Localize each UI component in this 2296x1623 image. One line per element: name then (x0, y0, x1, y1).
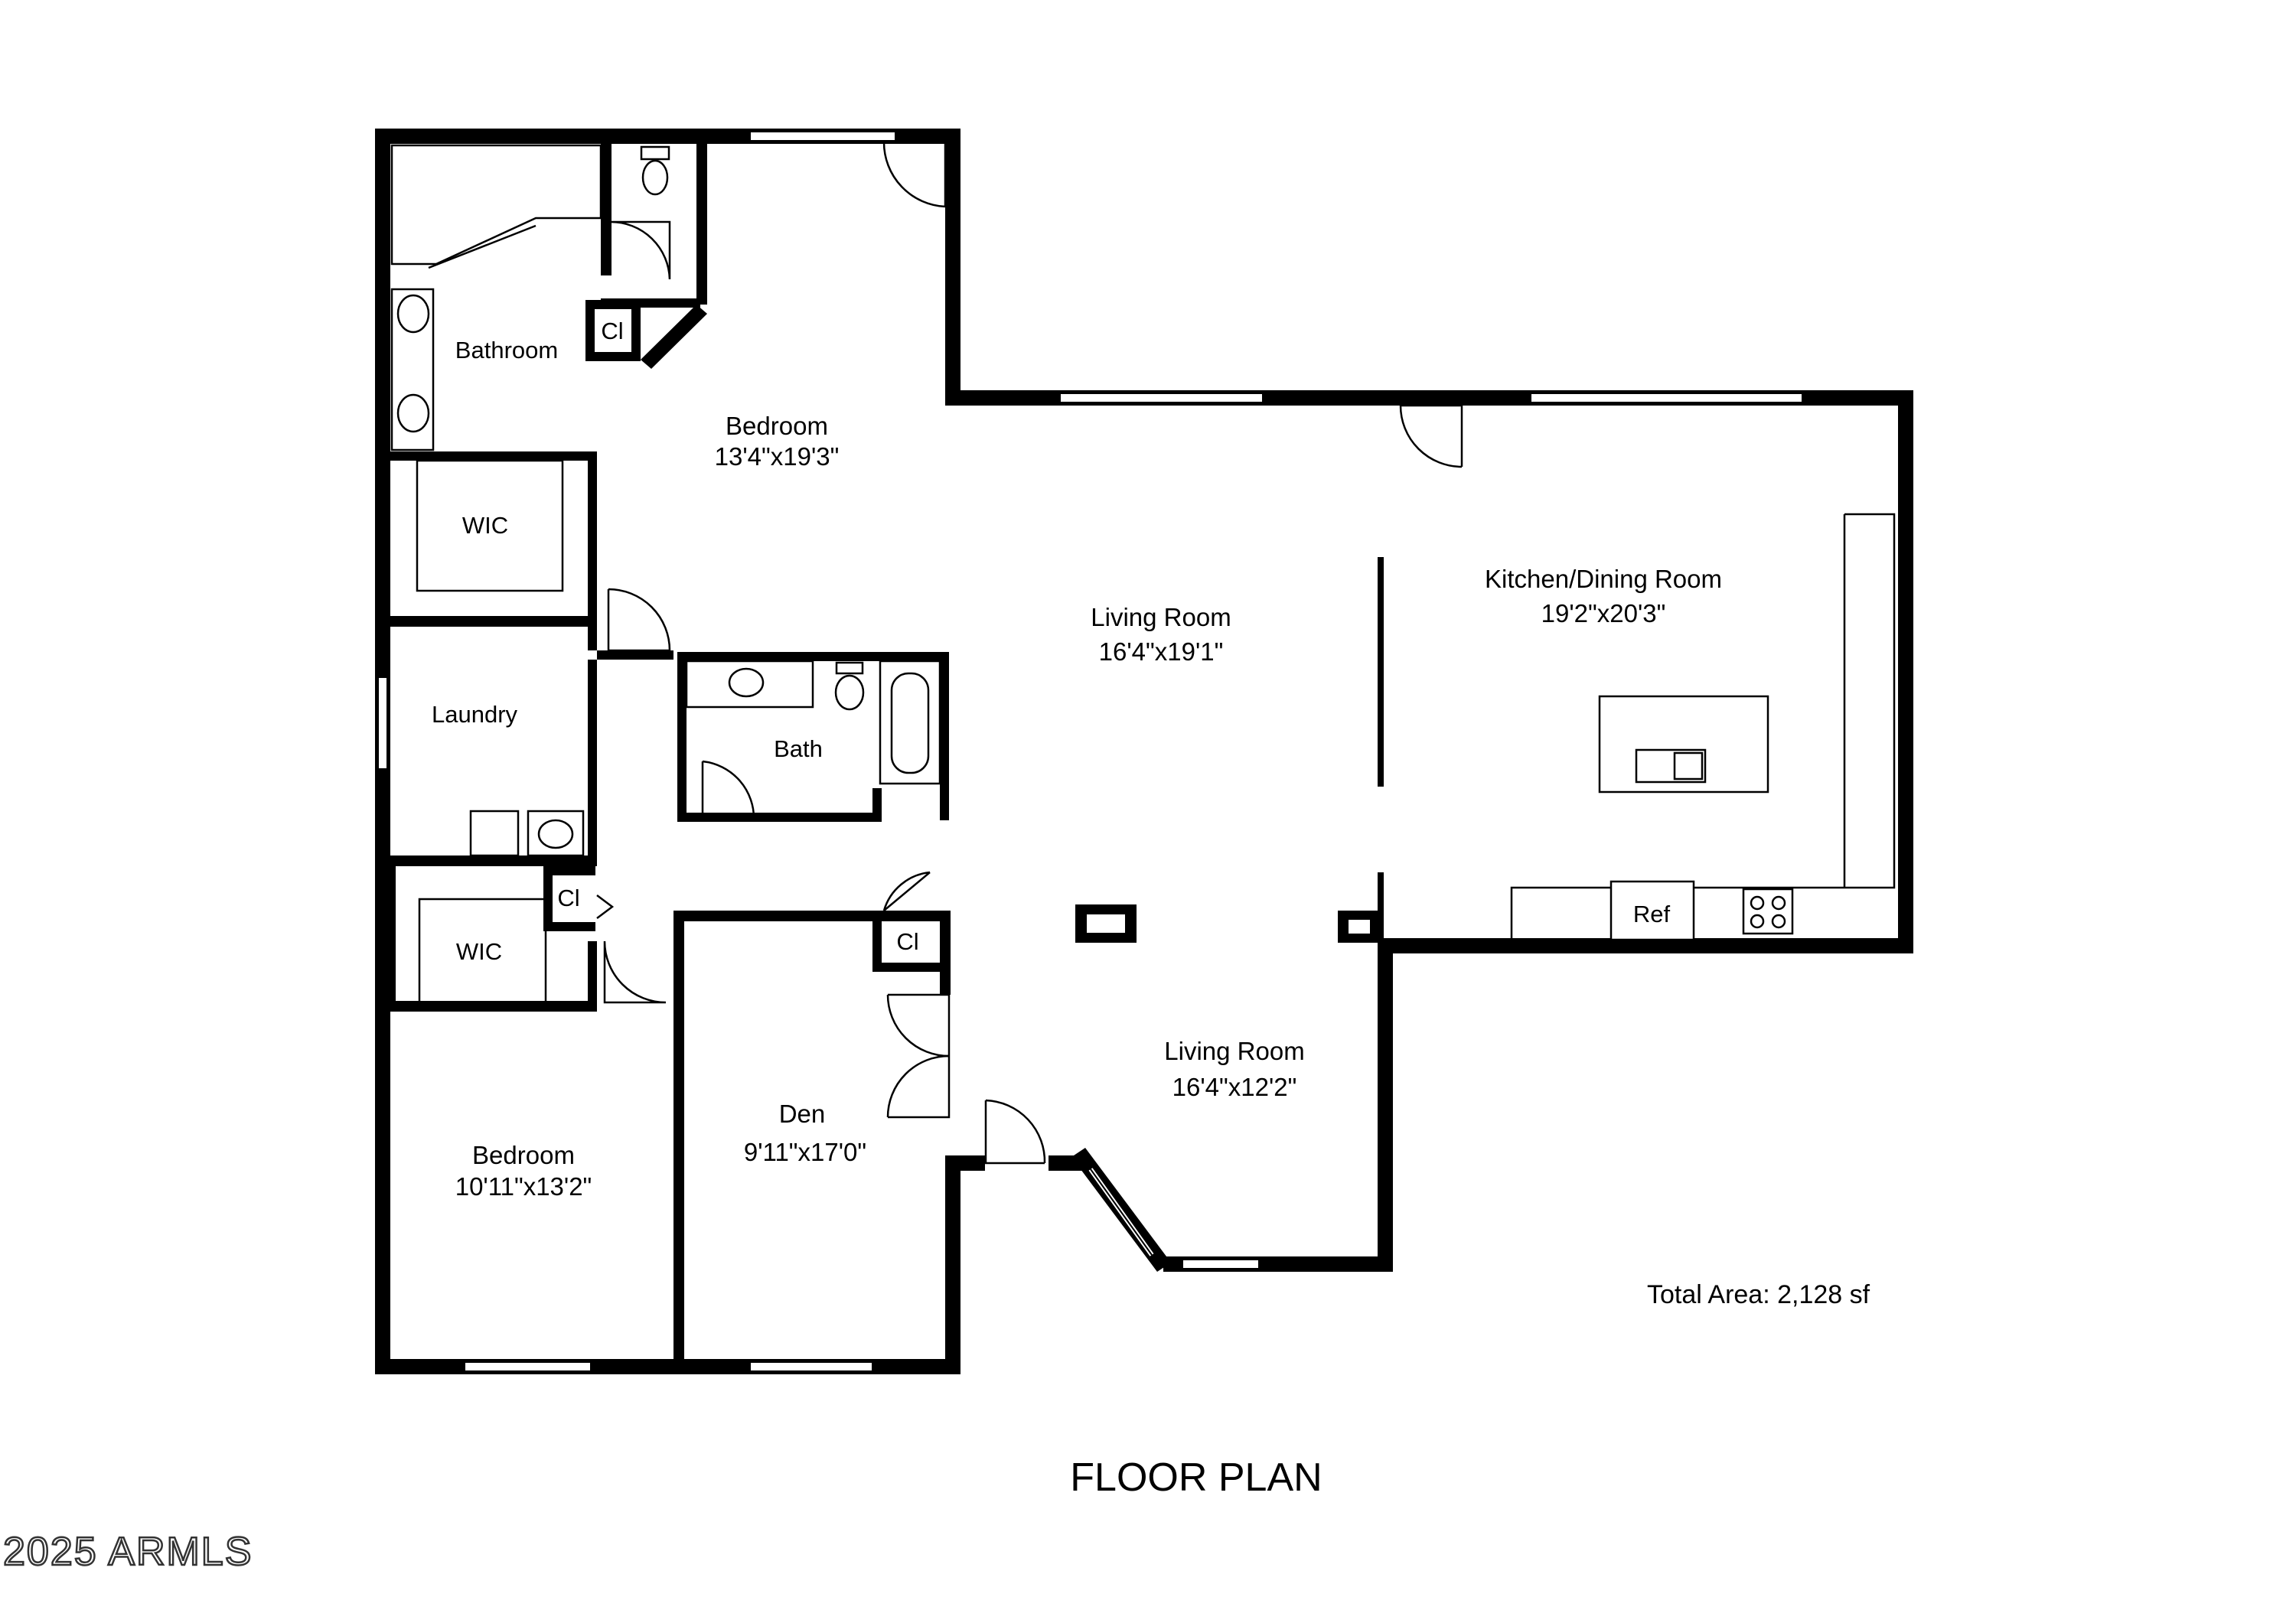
window-icon (749, 131, 896, 142)
bathtub-icon (879, 660, 941, 785)
stove-icon (1742, 888, 1794, 935)
room-label-bath: Bath (774, 735, 823, 762)
doors (596, 141, 1463, 1165)
total-area: Total Area: 2,128 sf (1647, 1280, 1870, 1309)
room-label-den: Den (779, 1100, 826, 1128)
windows (377, 131, 1803, 1372)
bay-window (1071, 1148, 1171, 1272)
room-label-living-room-main: Living Room (1091, 603, 1231, 631)
room-dims-bedroom-second: 10'11"x13'2" (455, 1172, 592, 1201)
room-label-living-room-front: Living Room (1164, 1037, 1304, 1065)
room-labels: Bedroom 13'4"x19'3" Bathroom Cl WIC Laun… (432, 318, 1722, 1201)
sink-icon (396, 294, 430, 334)
room-label-master-bedroom: Bedroom (726, 412, 828, 440)
room-label-bedroom-second: Bedroom (472, 1141, 575, 1169)
room-label-bathroom: Bathroom (455, 337, 558, 363)
room-dims-master-bedroom: 13'4"x19'3" (715, 442, 840, 471)
room-dims-den: 9'11"x17'0" (744, 1138, 866, 1166)
toilet-icon (640, 145, 670, 161)
room-label-laundry: Laundry (432, 701, 518, 728)
room-label-wic-second: WIC (456, 938, 502, 965)
room-label-refrigerator: Ref (1633, 901, 1671, 927)
plan-title: FLOOR PLAN (1070, 1455, 1322, 1500)
room-dims-living-room-main: 16'4"x19'1" (1099, 637, 1224, 666)
copyright-watermark: 2025 ARMLS (3, 1530, 253, 1574)
room-label-wic-master: WIC (462, 512, 508, 539)
fixtures (390, 144, 1896, 1004)
room-label-closet-hall: Cl (557, 885, 579, 911)
interior-walls (386, 138, 1384, 1374)
room-label-kitchen-dining: Kitchen/Dining Room (1485, 565, 1722, 593)
door-swing-icon (882, 141, 947, 208)
room-label-closet-master: Cl (601, 318, 623, 344)
room-label-closet-den: Cl (896, 928, 918, 955)
room-dims-kitchen-dining: 19'2"x20'3" (1541, 599, 1666, 627)
room-dims-living-room-front: 16'4"x12'2" (1172, 1073, 1297, 1101)
washer-icon (469, 810, 520, 857)
